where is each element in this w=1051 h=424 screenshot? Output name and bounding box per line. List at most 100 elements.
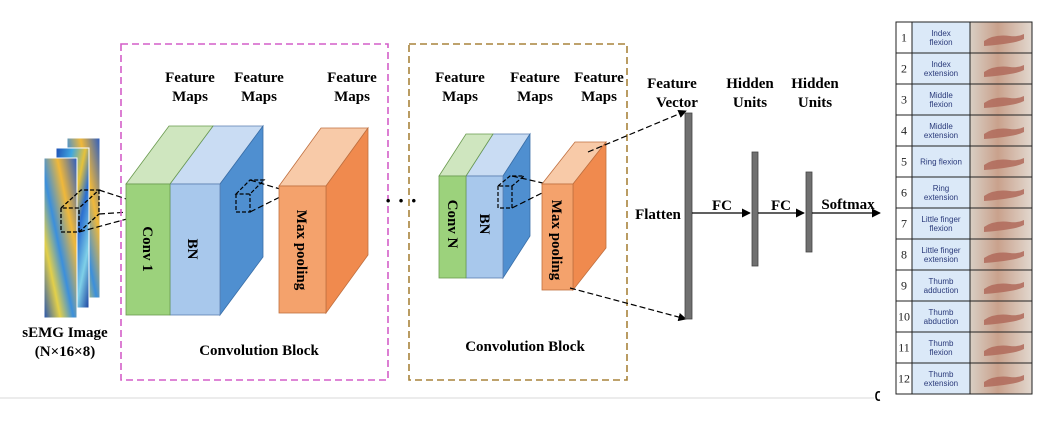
gesture-label: Index: [931, 29, 951, 38]
gesture-label: Little finger: [921, 246, 960, 255]
block2-bn-label: BN: [476, 214, 492, 235]
gesture-label: Ring: [933, 184, 949, 193]
kernel-window-front: [60, 208, 80, 233]
gesture-label: adduction: [924, 286, 959, 295]
gesture-label: extension: [924, 379, 958, 388]
gesture-label: flexion: [929, 348, 952, 357]
gesture-row: 5 Ring flexion: [895, 145, 1033, 178]
gesture-label: Thumb: [929, 308, 954, 317]
block1-header-3-line1: Feature: [327, 70, 377, 86]
flatten-projection-bottom: [569, 287, 687, 322]
hand-silhouette: [984, 158, 1024, 170]
hand-silhouette: [984, 65, 1024, 77]
gesture-number: 3: [901, 93, 907, 107]
flatten-label: Flatten: [635, 207, 681, 223]
gesture-label: Middle: [929, 122, 953, 131]
block2-kernel-window: [496, 175, 526, 187]
gesture-label: Ring flexion: [920, 158, 962, 167]
hand-silhouette: [984, 96, 1024, 108]
semg-input-image: [43, 137, 101, 319]
hand-silhouette: [984, 127, 1024, 139]
block1-header-1-line1: Feature: [165, 70, 215, 86]
block2-conv-label: Conv N: [444, 200, 460, 249]
block2-header-3-line2: Maps: [581, 89, 617, 105]
gesture-number: 10: [898, 310, 910, 324]
gesture-label-cell: [911, 331, 971, 364]
block1-kernel-window: [235, 194, 251, 213]
hand-silhouette: [984, 344, 1024, 356]
block2-header-3-line1: Feature: [574, 70, 624, 86]
gesture-label: flexion: [929, 38, 952, 47]
block2-maxpool-layer: [541, 140, 607, 292]
projection-line: [78, 209, 161, 233]
hand-silhouette: [984, 220, 1024, 232]
gesture-label: Little finger: [921, 215, 960, 224]
ellipsis-dots: · · ·: [384, 188, 417, 213]
block1-bn-label: BN: [184, 239, 200, 260]
gesture-label: flexion: [929, 224, 952, 233]
input-shape: (N×16×8): [35, 344, 95, 360]
gesture-label: extension: [924, 69, 958, 78]
gesture-number: 5: [901, 155, 907, 169]
block1-conv-layer: [125, 125, 214, 316]
block2-maxpool-label: Max pooling: [548, 200, 564, 281]
gesture-label: Index: [931, 60, 951, 69]
block1-caption: Convolution Block: [199, 343, 319, 359]
gesture-label-cell: [911, 21, 971, 54]
block1-header-2-line1: Feature: [234, 70, 284, 86]
gesture-label: abduction: [924, 317, 959, 326]
gesture-label: Thumb: [929, 277, 954, 286]
heatmap-slice-front: [43, 157, 78, 319]
hand-silhouette: [984, 313, 1024, 325]
hand-silhouette: [984, 375, 1024, 387]
block2-header-2-line2: Maps: [517, 89, 553, 105]
block1-conv-label: Conv 1: [139, 226, 155, 271]
block1-bn-layer: [169, 124, 264, 317]
gesture-label: flexion: [929, 100, 952, 109]
gesture-number: 6: [901, 186, 907, 200]
cropped-glyph: [875, 391, 881, 401]
hidden-units-2-bar: [805, 171, 813, 253]
block2-caption: Convolution Block: [465, 339, 585, 355]
feature-vector-bar: [684, 112, 693, 320]
hand-silhouette: [984, 34, 1024, 46]
hidden-units-1-bar: [751, 151, 759, 267]
block2-bn-layer: [465, 132, 531, 280]
gesture-label: extension: [924, 193, 958, 202]
gesture-number: 1: [901, 31, 907, 45]
gesture-label: Thumb: [929, 339, 954, 348]
gesture-number: 8: [901, 248, 907, 262]
gesture-label: Middle: [929, 91, 953, 100]
hand-silhouette: [984, 251, 1024, 263]
gesture-label-cell: [911, 362, 971, 395]
gesture-number: 9: [901, 279, 907, 293]
block2-header-2-line1: Feature: [510, 70, 560, 86]
convolution-block-2-border: [408, 43, 628, 381]
input-title: sEMG Image: [22, 325, 108, 341]
block2-conv-layer: [438, 133, 494, 279]
fc2-label: FC: [771, 198, 791, 214]
block1-maxpool-label: Max pooling: [293, 210, 309, 291]
block2-header-1-line1: Feature: [435, 70, 485, 86]
gesture-number: 12: [898, 372, 910, 386]
gesture-label-cell: [911, 176, 971, 209]
gesture-label: extension: [924, 131, 958, 140]
gesture-number: 11: [898, 341, 910, 355]
gesture-number: 7: [901, 217, 907, 231]
block1-header-1-line2: Maps: [172, 89, 208, 105]
hidden2-header-line2: Units: [798, 95, 832, 111]
gesture-number: 2: [901, 62, 907, 76]
